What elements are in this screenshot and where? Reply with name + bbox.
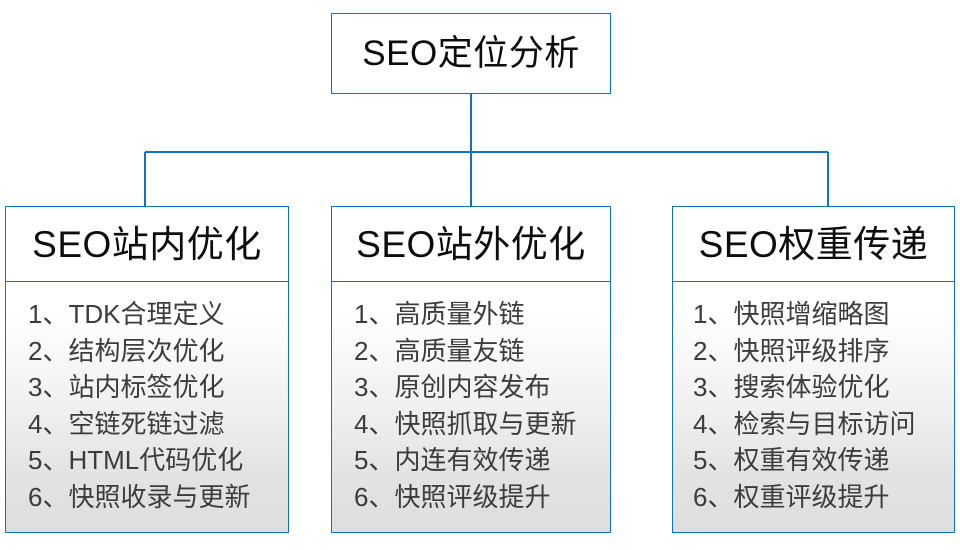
list-item: 1、高质量外链 (354, 299, 525, 329)
list-item: 6、权重评级提升 (693, 481, 890, 512)
root-node[interactable]: SEO定位分析 (331, 13, 611, 94)
branch-header-seo-offsite[interactable]: SEO站外优化 (331, 206, 611, 282)
list-item: 4、空链死链过滤 (28, 408, 225, 439)
branch-list-seo-onsite: 1、TDK合理定义 2、结构层次优化 3、站内标签优化 4、空链死链过滤 5、H… (5, 282, 289, 533)
list-item: 5、内连有效传递 (354, 445, 551, 475)
list-item: 4、快照抓取与更新 (354, 408, 577, 439)
list-item: 4、检索与目标访问 (693, 408, 916, 439)
list-item: 3、搜索体验优化 (693, 372, 890, 402)
list-item: 5、HTML代码优化 (28, 445, 244, 475)
list-item: 1、快照增缩略图 (693, 299, 890, 329)
list-item: 2、高质量友链 (354, 335, 525, 366)
root-node-label: SEO定位分析 (362, 34, 580, 73)
branch-column-seo-offsite: SEO站外优化 1、高质量外链 2、高质量友链 3、原创内容发布 4、快照抓取与… (331, 206, 611, 533)
list-item: 5、权重有效传递 (693, 445, 890, 475)
branch-column-seo-onsite: SEO站内优化 1、TDK合理定义 2、结构层次优化 3、站内标签优化 4、空链… (5, 206, 289, 533)
branch-column-seo-weight: SEO权重传递 1、快照增缩略图 2、快照评级排序 3、搜索体验优化 4、检索与… (672, 206, 955, 533)
list-item: 6、快照评级提升 (354, 481, 551, 512)
list-item: 3、原创内容发布 (354, 372, 551, 402)
branch-header-label: SEO站外优化 (356, 223, 586, 265)
list-item: 2、结构层次优化 (28, 335, 225, 366)
branch-header-label: SEO站内优化 (32, 223, 262, 265)
list-item: 3、站内标签优化 (28, 372, 225, 402)
branch-list-seo-weight: 1、快照增缩略图 2、快照评级排序 3、搜索体验优化 4、检索与目标访问 5、权… (672, 282, 955, 533)
list-item: 6、快照收录与更新 (28, 481, 251, 512)
list-item: 1、TDK合理定义 (28, 299, 225, 329)
branch-list-seo-offsite: 1、高质量外链 2、高质量友链 3、原创内容发布 4、快照抓取与更新 5、内连有… (331, 282, 611, 533)
branch-header-seo-weight[interactable]: SEO权重传递 (672, 206, 955, 282)
list-item: 2、快照评级排序 (693, 335, 890, 366)
branch-header-seo-onsite[interactable]: SEO站内优化 (5, 206, 289, 282)
branch-header-label: SEO权重传递 (698, 223, 929, 265)
